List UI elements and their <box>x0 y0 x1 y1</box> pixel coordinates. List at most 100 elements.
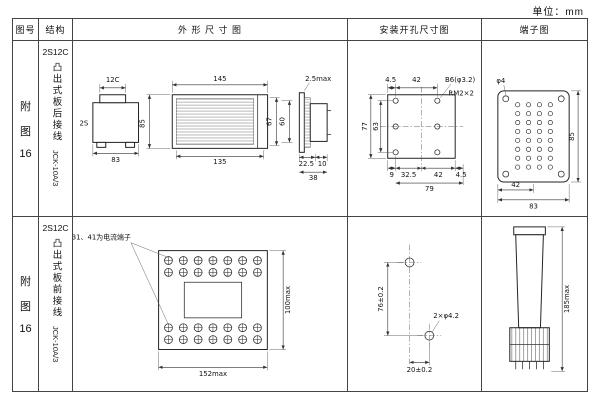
fig-char: 附 <box>20 100 31 113</box>
note-label: 31、41为电流端子 <box>73 233 131 242</box>
header-fig-no: 图号 <box>13 19 39 41</box>
mounting-holes <box>392 97 441 156</box>
dim-label: φ4 <box>496 77 506 85</box>
dim-top-tab-width: 12C <box>99 76 126 93</box>
dim-depth-total: 38 <box>299 170 328 182</box>
mounting-drawing-front-wiring: 76±0.2 2×φ4.2 20±0.2 <box>377 244 459 374</box>
dim-vertical-pitch: 76±0.2 <box>377 262 424 336</box>
corner-holes <box>502 95 565 178</box>
dim-height-67: 67 <box>266 97 280 146</box>
dim-label: 67 <box>266 117 274 126</box>
terminal-cell-row1: φ4 85 <box>482 41 588 217</box>
unit-label: 单位：mm <box>532 7 584 18</box>
spec-table: 图号 结构 外 形 尺 寸 图 安装开孔尺寸图 端子图 附 图 16 2S12C… <box>12 18 588 392</box>
fig-no-cell-row1: 附 图 16 <box>13 41 39 217</box>
header-structure: 结构 <box>39 19 73 41</box>
model-label: 2S12C <box>42 223 69 233</box>
dim-front-width: 145 <box>172 75 268 93</box>
dim-label: 152max <box>199 370 227 378</box>
dim-label: 32.5 <box>401 171 416 179</box>
structure-desc: 凸出式板前接线 <box>50 238 62 319</box>
side-view <box>298 92 332 153</box>
dim-label: 83 <box>111 156 120 164</box>
header-outline: 外 形 尺 寸 图 <box>73 19 348 41</box>
relay-type-label: JCK-10A/3 <box>51 149 60 186</box>
dim-plate-height: 85 <box>568 90 582 183</box>
current-terminal-note: 31、41为电流端子 <box>73 233 169 325</box>
fig-char: 16 <box>19 323 32 335</box>
dim-base-width: 83 <box>92 144 139 164</box>
outline-drawing-rear-wiring: 12C 2S 83 85 <box>80 75 332 182</box>
screw-spec-label: RM2×2 <box>448 90 473 98</box>
dim-overall-height: 185max <box>547 226 571 372</box>
dim-height-inner: 63 <box>372 100 393 153</box>
dim-depth-front: 22.5 <box>299 154 316 168</box>
dim-panel-gap: 2.5max <box>304 75 331 91</box>
dim-height-60: 60 <box>278 100 293 143</box>
hole-spec-label: 2×φ4.2 <box>433 312 459 320</box>
header-mounting: 安装开孔尺寸图 <box>348 19 482 41</box>
dim-bottom-chain: 9 32.5 42 4.5 <box>387 156 467 186</box>
front-view <box>171 94 269 149</box>
terminal-plate <box>497 90 570 183</box>
fig-char: 图 <box>20 301 31 313</box>
terminal-board <box>158 250 268 350</box>
outline-cell-row2: 31、41为电流端子 100max 152max <box>73 217 348 392</box>
terminal-drawing-front-wiring: 185max <box>509 226 571 372</box>
dim-label: 135 <box>213 158 226 166</box>
dim-label: 9 <box>389 171 393 179</box>
dim-bottom-total: 79 <box>395 181 464 193</box>
fig-char: 16 <box>19 147 32 160</box>
dim-label: 77 <box>361 122 369 131</box>
hole-spec-callout: B6(φ3.2) <box>440 76 476 98</box>
dim-body-height: 85 <box>138 94 171 149</box>
dim-height-outer: 77 <box>361 94 386 159</box>
relay-type-label: JCK-10A/3 <box>51 325 60 362</box>
terminal-drawing-rear-wiring: φ4 85 <box>496 77 582 211</box>
dim-label: 38 <box>309 174 318 182</box>
dim-label: 83 <box>529 203 538 211</box>
dim-label: 20±0.2 <box>407 366 433 374</box>
dim-label: 185max <box>563 285 571 313</box>
dim-label: 76±0.2 <box>377 286 385 312</box>
dim-label: 42 <box>412 76 421 84</box>
outline-cell-row1: 12C 2S 83 85 <box>73 41 348 217</box>
dim-label: 22.5 <box>299 160 314 168</box>
dim-label: 4.5 <box>456 171 467 179</box>
dim-label: 145 <box>213 75 226 83</box>
dim-board-height: 100max <box>269 250 292 350</box>
dim-label: 2.5max <box>305 75 331 83</box>
hole-spec-callout: 2×φ4.2 <box>432 312 459 332</box>
dim-label: 85 <box>138 119 146 128</box>
structure-cell-row2: 2S12C 凸出式板前接线 JCK-10A/3 <box>39 217 73 392</box>
dim-label: 79 <box>425 185 434 193</box>
dim-label: 42 <box>511 181 520 189</box>
terminal-cell-row2: 185max <box>482 217 588 392</box>
dim-label: 85 <box>568 132 576 141</box>
fig-no-cell-row2: 附 图 16 <box>13 217 39 392</box>
relay-side-profile <box>509 226 550 370</box>
structure-cell-row1: 2S12C 凸出式板后接线 JCK-10A/3 <box>39 41 73 217</box>
mounting-cell-row2: 76±0.2 2×φ4.2 20±0.2 <box>348 217 482 392</box>
dim-inner-width: 135 <box>176 150 264 166</box>
model-label: 2S12C <box>42 47 69 57</box>
dim-board-width: 152max <box>158 351 268 378</box>
outline-drawing-front-wiring: 31、41为电流端子 100max 152max <box>73 233 292 378</box>
fig-char: 附 <box>20 276 31 288</box>
structure-desc: 凸出式板后接线 <box>50 62 62 143</box>
dim-top-pitch: 42 <box>395 76 438 97</box>
mounting-cell-row1: 4.5 42 B6(φ3.2) RM2×2 77 <box>348 41 482 217</box>
header-terminal: 端子图 <box>482 19 588 41</box>
dim-label: 100max <box>284 286 292 314</box>
mounting-drawing-rear-wiring: 4.5 42 B6(φ3.2) RM2×2 77 <box>361 76 476 193</box>
dim-label: 4.5 <box>385 76 396 84</box>
dim-label: 12C <box>106 76 120 84</box>
dim-horizontal-offset: 20±0.2 <box>407 341 433 374</box>
dim-plate-width-half: 42 <box>497 181 534 203</box>
dim-top-edge: 4.5 <box>385 76 396 97</box>
dim-label: 63 <box>372 122 380 131</box>
fig-char: 图 <box>20 125 31 138</box>
hole-diameter-callout: φ4 <box>496 77 506 95</box>
dim-label: 10 <box>318 160 327 168</box>
